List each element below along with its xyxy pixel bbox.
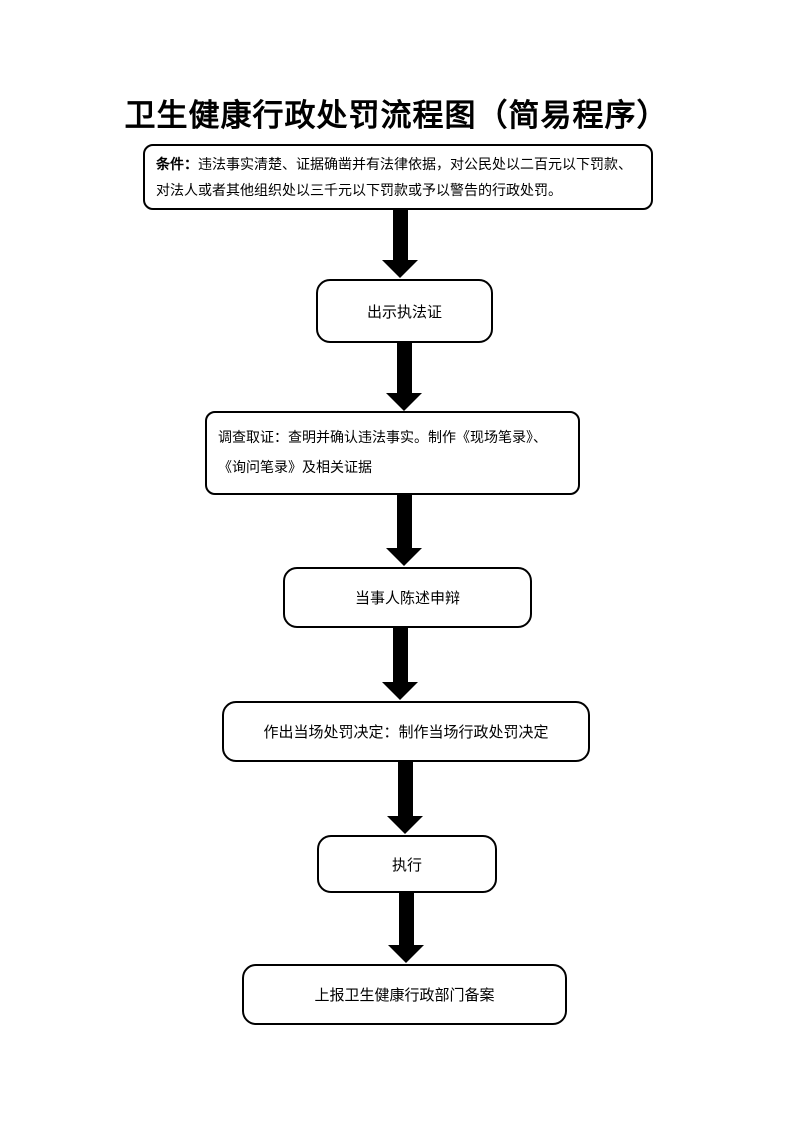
condition-text: 条件：违法事实清楚、证据确凿并有法律依据，对公民处以二百元以下罚款、对法人或者其… bbox=[156, 153, 640, 205]
step-label: 上报卫生健康行政部门备案 bbox=[314, 988, 495, 1004]
arrow-head-icon bbox=[387, 816, 423, 834]
step-investigation-evidence: 调查取证：查明并确认违法事实。制作《现场笔录》、《询问笔录》及相关证据 bbox=[205, 411, 580, 495]
page-title: 卫生健康行政处罚流程图（简易程序） bbox=[124, 98, 669, 133]
step-show-enforcement-id: 出示执法证 bbox=[316, 279, 493, 343]
condition-box: 条件：违法事实清楚、证据确凿并有法律依据，对公民处以二百元以下罚款、对法人或者其… bbox=[143, 144, 653, 210]
step-label: 作出当场处罚决定：制作当场行政处罚决定 bbox=[263, 725, 549, 741]
arrow-head-icon bbox=[386, 393, 422, 411]
step-label: 执行 bbox=[391, 857, 422, 874]
down-arrow bbox=[386, 341, 422, 411]
down-arrow bbox=[382, 208, 418, 278]
down-arrow bbox=[387, 760, 423, 834]
step-label: 出示执法证 bbox=[366, 304, 442, 321]
step-label: 当事人陈述申辩 bbox=[354, 591, 460, 607]
arrow-shaft bbox=[396, 341, 412, 393]
step-party-statement-defense: 当事人陈述申辩 bbox=[283, 567, 532, 628]
arrow-shaft bbox=[392, 208, 408, 260]
down-arrow bbox=[382, 626, 418, 700]
arrow-shaft bbox=[398, 891, 414, 945]
arrow-shaft bbox=[392, 626, 408, 682]
arrow-shaft bbox=[397, 760, 413, 816]
arrow-head-icon bbox=[388, 945, 424, 963]
step-report-for-filing: 上报卫生健康行政部门备案 bbox=[242, 964, 567, 1025]
step-onsite-penalty-decision: 作出当场处罚决定：制作当场行政处罚决定 bbox=[222, 701, 590, 762]
arrow-head-icon bbox=[382, 260, 418, 278]
condition-label: 条件： bbox=[156, 158, 198, 173]
step-execution: 执行 bbox=[317, 835, 497, 893]
arrow-head-icon bbox=[386, 548, 422, 566]
arrow-shaft bbox=[396, 493, 412, 548]
arrow-head-icon bbox=[382, 682, 418, 700]
condition-body: 违法事实清楚、证据确凿并有法律依据，对公民处以二百元以下罚款、对法人或者其他组织… bbox=[156, 158, 632, 199]
step-label: 调查取证：查明并确认违法事实。制作《现场笔录》、《询问笔录》及相关证据 bbox=[218, 431, 547, 476]
down-arrow bbox=[386, 493, 422, 566]
down-arrow bbox=[388, 891, 424, 963]
